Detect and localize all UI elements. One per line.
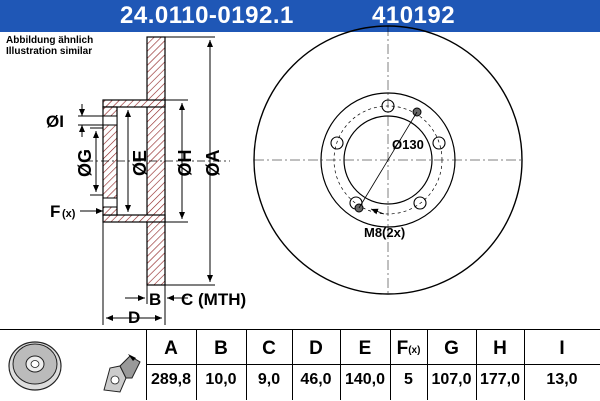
label-f-sub: (x) xyxy=(62,208,76,220)
label-c: C (MTH) xyxy=(181,290,246,309)
value-f: 5 xyxy=(404,371,413,388)
label-d: D xyxy=(128,308,140,327)
value-h: 177,0 xyxy=(479,371,521,388)
disc-thumbnail-icon xyxy=(8,341,62,391)
note-illustration-en: Illustration similar xyxy=(6,46,93,57)
col-header-i: I xyxy=(559,338,565,359)
value-g: 107,0 xyxy=(431,371,472,388)
col-header-f: F(x) xyxy=(390,337,427,361)
col-header-d: D xyxy=(309,338,323,359)
label-dia-e: ØE xyxy=(130,150,150,176)
ref-number: 410192 xyxy=(372,2,456,29)
col-header-f-sub: (x) xyxy=(408,345,421,356)
label-f: F xyxy=(50,202,60,221)
label-dia-h: ØH xyxy=(175,150,195,177)
value-d: 46,0 xyxy=(300,371,332,388)
label-dia-i: ØI xyxy=(46,112,64,131)
col-header-f-key: F xyxy=(396,338,409,359)
bolt-hole xyxy=(432,136,446,150)
value-b: 10,0 xyxy=(205,371,237,388)
bolt-hole xyxy=(413,196,427,210)
label-thread: M8(2x) xyxy=(364,225,405,240)
col-header-a: A xyxy=(164,338,178,359)
col-header-b: B xyxy=(214,338,228,359)
col-header-g: G xyxy=(444,338,459,359)
bolt-hole xyxy=(330,136,344,150)
disc-front-view xyxy=(253,25,523,295)
part-number: 24.0110-0192.1 xyxy=(120,2,294,29)
technical-drawing: ØA ØH ØE ØG ØI F (x) B C (MTH) D Ø130 M8… xyxy=(46,25,523,327)
value-c: 9,0 xyxy=(257,371,281,388)
col-header-e: E xyxy=(358,338,372,359)
table-row-divider xyxy=(146,364,600,365)
hat-bottom-section xyxy=(102,214,166,223)
spec-table xyxy=(0,329,600,401)
label-dia-g: ØG xyxy=(75,149,95,177)
disc-cross-section xyxy=(85,36,230,286)
value-e: 140,0 xyxy=(344,371,386,388)
label-dia-a: ØA xyxy=(203,149,223,176)
label-b: B xyxy=(149,290,161,309)
value-i: 13,0 xyxy=(546,371,578,388)
hat-top-section xyxy=(102,99,166,108)
header-bar: 24.0110-0192.1 410192 xyxy=(0,0,600,32)
label-pcd: Ø130 xyxy=(392,137,424,152)
value-a: 289,8 xyxy=(150,371,192,388)
dimension-lines xyxy=(78,36,215,325)
note-illustration-de: Abbildung ähnlich xyxy=(6,35,94,46)
mounting-thumbnail-icon xyxy=(103,354,141,393)
col-header-h: H xyxy=(493,338,507,359)
col-header-c: C xyxy=(262,338,276,359)
